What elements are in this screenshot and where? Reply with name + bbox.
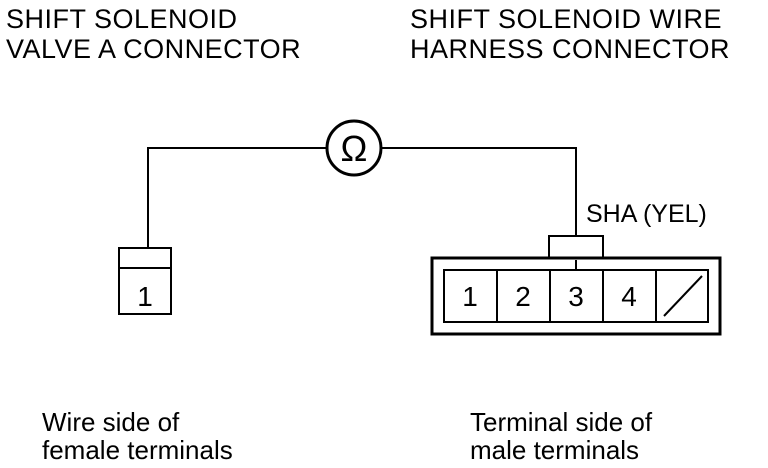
- left-connector-title-line1: SHIFT SOLENOID: [6, 4, 238, 34]
- right-terminal-4: 4: [621, 281, 637, 312]
- right-connector-title-line1: SHIFT SOLENOID WIRE: [410, 4, 723, 34]
- right-terminal-1: 1: [462, 281, 478, 312]
- right-terminal-3: 3: [568, 281, 584, 312]
- wire-label: SHA (YEL): [586, 200, 707, 228]
- right-connector-title-line2: HARNESS CONNECTOR: [410, 34, 731, 64]
- left-connector-title: SHIFT SOLENOID VALVE A CONNECTOR: [6, 4, 301, 64]
- right-connector: 1 2 3 4: [430, 235, 722, 336]
- left-caption-line2: female terminals: [42, 435, 233, 465]
- right-caption-line2: male terminals: [470, 435, 640, 465]
- ohm-symbol: Ω: [341, 128, 368, 169]
- wire-to-left-terminal: [147, 147, 327, 248]
- ohmmeter-icon: Ω: [325, 119, 383, 177]
- left-connector: 1: [118, 247, 172, 315]
- right-caption: Terminal side of male terminals: [470, 408, 652, 464]
- right-caption-line1: Terminal side of: [470, 407, 653, 437]
- empty-cavity-slash: [663, 275, 703, 317]
- left-terminal-number: 1: [137, 281, 153, 312]
- left-connector-title-line2: VALVE A CONNECTOR: [6, 34, 302, 64]
- right-connector-title: SHIFT SOLENOID WIRE HARNESS CONNECTOR: [410, 4, 730, 64]
- left-caption-line1: Wire side of: [42, 407, 180, 437]
- wire-to-right-terminal-3: [381, 147, 577, 260]
- right-terminal-2: 2: [515, 281, 531, 312]
- connector-lock-tab: [548, 235, 604, 261]
- left-caption: Wire side of female terminals: [42, 408, 233, 464]
